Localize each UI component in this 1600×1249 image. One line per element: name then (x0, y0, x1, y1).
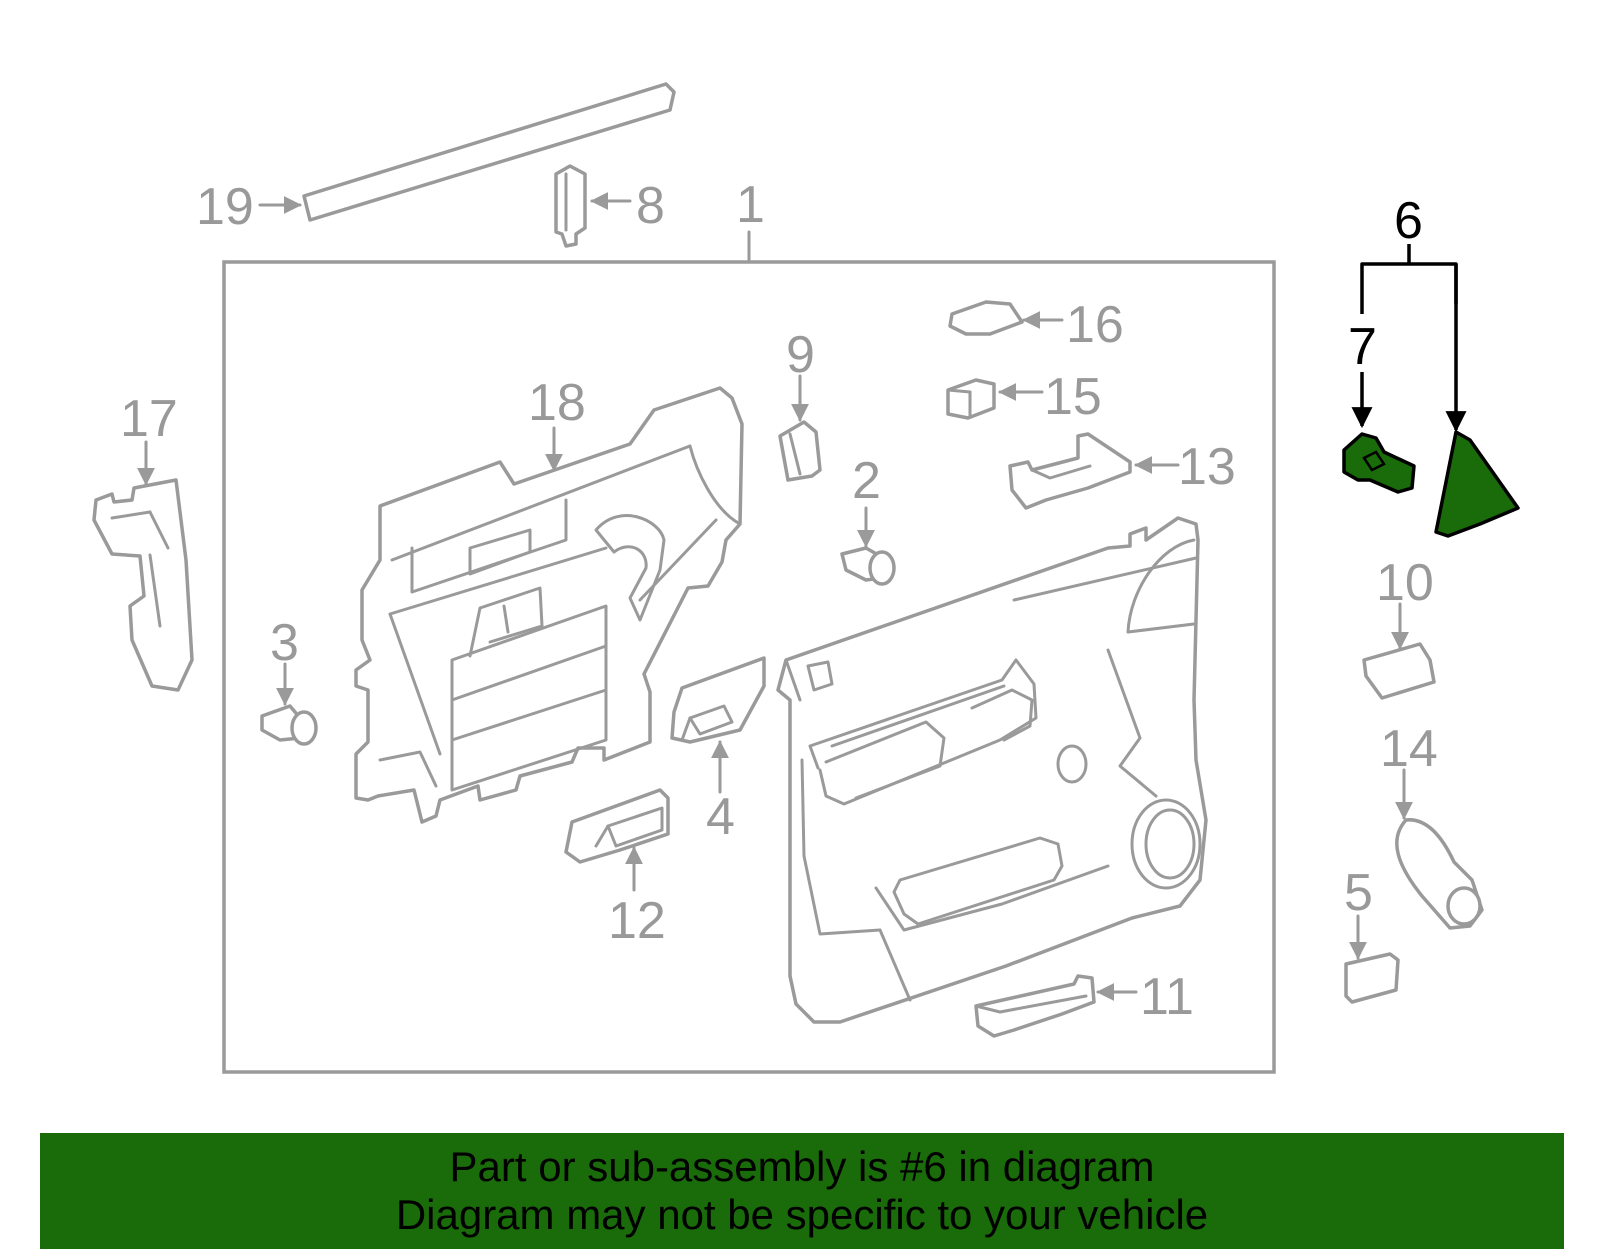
callout-4: 4 (706, 788, 735, 846)
part-11-pull-cup[interactable] (974, 974, 1096, 1038)
callout-5: 5 (1344, 864, 1373, 922)
part-18-inner-panel[interactable] (354, 386, 744, 824)
info-banner-bg (40, 1133, 1564, 1249)
callout-15: 15 (1044, 368, 1102, 426)
part-6-trim-highlighted[interactable] (1434, 430, 1520, 538)
part-7-clip-highlighted[interactable] (1342, 432, 1416, 494)
info-banner: Part or sub-assembly is #6 in diagram Di… (40, 1133, 1564, 1249)
callout-14: 14 (1380, 720, 1438, 778)
door-trim-panel[interactable] (776, 516, 1208, 1024)
part-15-clip[interactable] (946, 378, 996, 420)
callout-10: 10 (1376, 554, 1434, 612)
callout-3: 3 (270, 614, 299, 672)
part-14-grip[interactable] (1395, 818, 1484, 930)
part-17-bracket[interactable] (92, 478, 194, 692)
part-8-clip[interactable] (554, 164, 587, 248)
part-5-cap[interactable] (1344, 952, 1400, 1004)
callout-8: 8 (636, 177, 665, 235)
callout-19: 19 (196, 178, 254, 236)
callout-6: 6 (1394, 192, 1423, 250)
callout-7: 7 (1348, 318, 1377, 376)
part-3-plug[interactable] (260, 704, 318, 746)
part-12-bezel[interactable] (564, 788, 670, 864)
part-10-cap[interactable] (1362, 642, 1436, 700)
callout-17: 17 (120, 390, 178, 448)
part-16-cap[interactable] (948, 300, 1024, 336)
callout-13: 13 (1178, 438, 1236, 496)
bracket-6 (1360, 262, 1458, 304)
part-9-switch[interactable] (778, 420, 822, 482)
part-13-pull-handle[interactable] (1008, 432, 1132, 510)
part-4-switch-bezel[interactable] (670, 656, 766, 744)
callout-1: 1 (736, 176, 765, 234)
callout-9: 9 (786, 326, 815, 384)
callout-12: 12 (608, 892, 666, 950)
callout-18: 18 (528, 374, 586, 432)
part-19-molding[interactable] (302, 82, 676, 222)
callout-2: 2 (852, 452, 881, 510)
part-2-plug[interactable] (840, 546, 896, 586)
banner-line-1: Part or sub-assembly is #6 in diagram (449, 1143, 1155, 1190)
callout-11: 11 (1140, 968, 1194, 1026)
callout-16: 16 (1066, 296, 1124, 354)
banner-line-2: Diagram may not be specific to your vehi… (395, 1191, 1209, 1238)
